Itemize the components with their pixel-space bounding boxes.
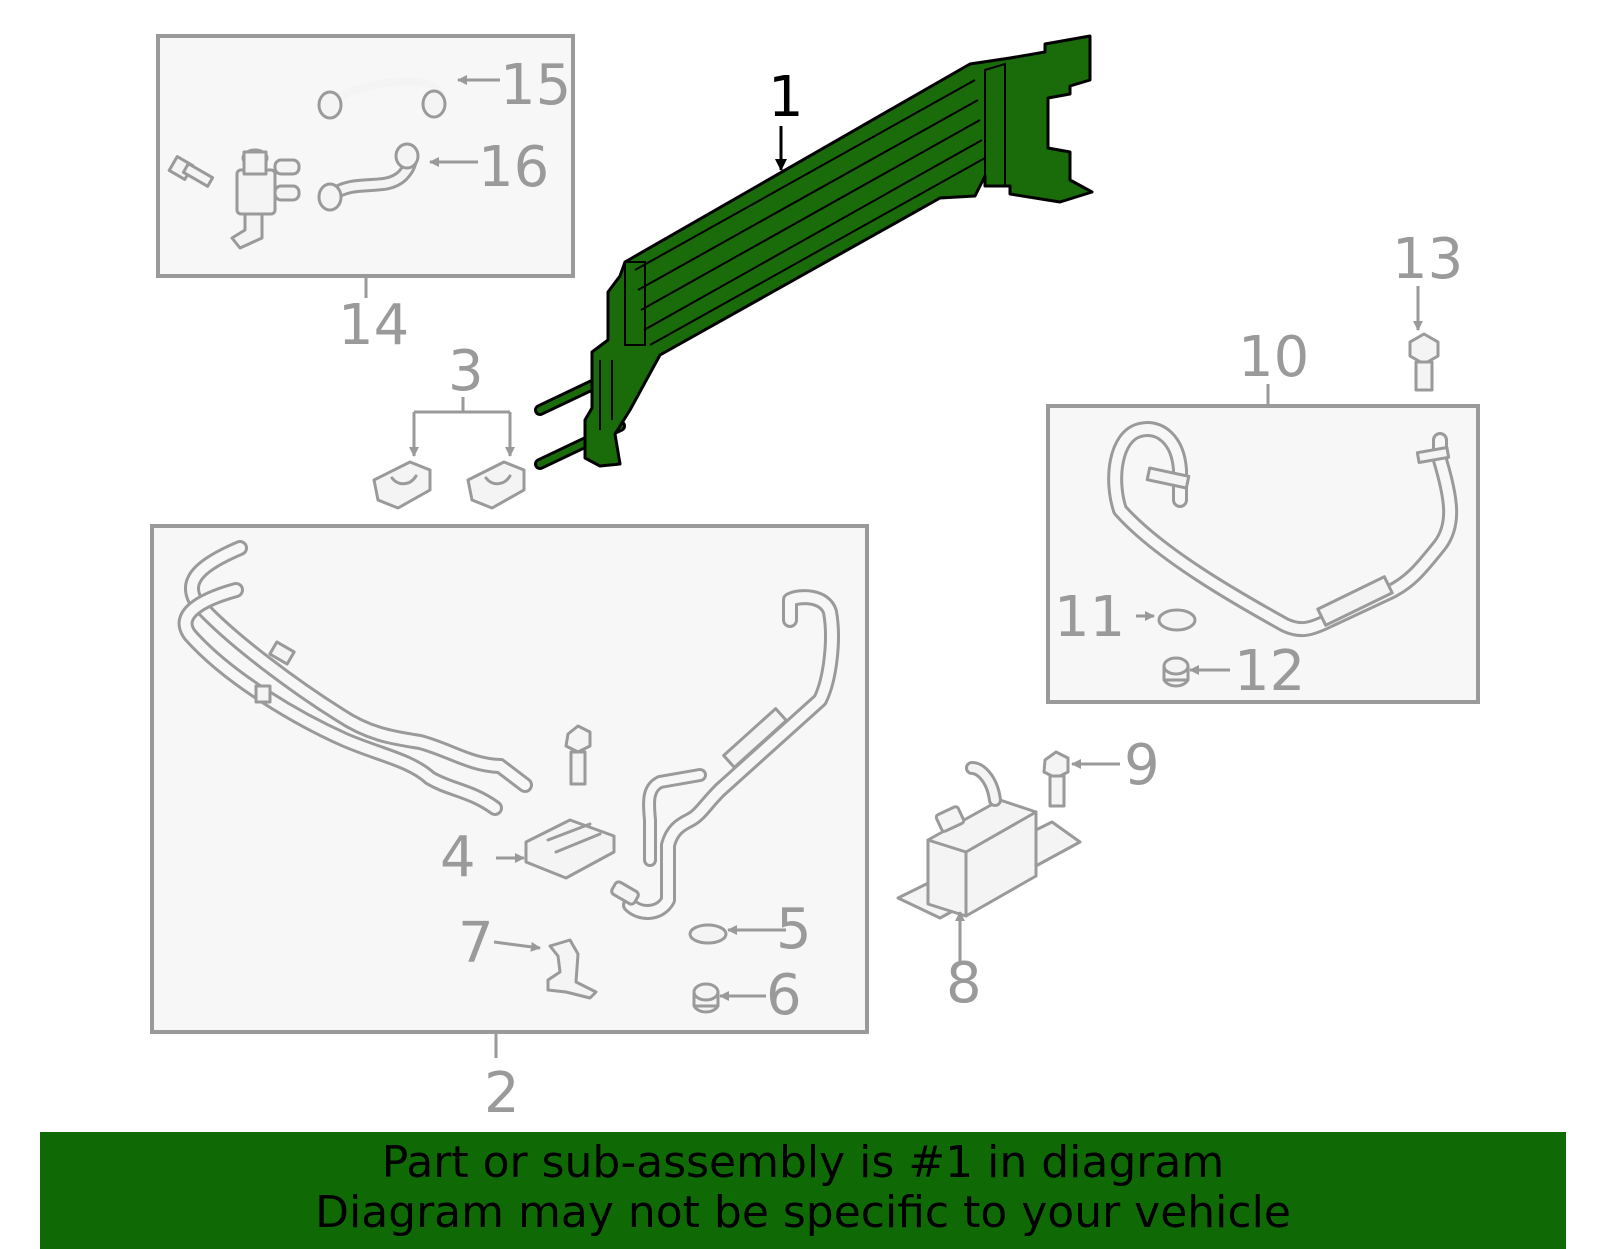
return-line-assembly[interactable]: [610, 589, 840, 920]
group-14-box: [156, 34, 575, 298]
bracket-part-7[interactable]: [546, 938, 598, 1000]
hose-part-16[interactable]: [317, 142, 420, 212]
line-assembly-group-10[interactable]: [1107, 421, 1459, 638]
grommet-part-12[interactable]: [1162, 656, 1190, 688]
callout-1[interactable]: 1: [768, 65, 804, 130]
bracket-part-3b[interactable]: [466, 460, 526, 510]
oil-cooler-part-8[interactable]: [896, 761, 1082, 920]
callout-3[interactable]: 3: [448, 339, 484, 404]
info-banner: Part or sub-assembly is #1 in diagram Di…: [40, 1132, 1566, 1249]
bracket-leader-3: [409, 397, 515, 457]
banner-line-2: Diagram may not be specific to your vehi…: [315, 1187, 1291, 1238]
o-ring-part-11[interactable]: [1157, 608, 1197, 632]
bracket-part-4[interactable]: [524, 818, 616, 880]
bolt-part-13[interactable]: [1408, 332, 1440, 392]
transmission-cooler-part-1[interactable]: [534, 34, 1094, 470]
grommet-part-6[interactable]: [692, 982, 720, 1014]
callout-15[interactable]: 15: [500, 53, 571, 118]
bolt-part-9[interactable]: [1042, 750, 1070, 808]
callout-14[interactable]: 14: [338, 293, 409, 358]
bolt-group-14[interactable]: [167, 155, 215, 188]
callout-13[interactable]: 13: [1392, 227, 1463, 292]
o-ring-part-5[interactable]: [688, 923, 728, 945]
leader-arrows: [429, 75, 1423, 1001]
callout-9[interactable]: 9: [1124, 733, 1160, 798]
bracket-part-3a[interactable]: [372, 460, 432, 510]
callout-4[interactable]: 4: [440, 825, 476, 890]
callout-2[interactable]: 2: [484, 1061, 520, 1126]
valve-assembly[interactable]: [230, 148, 301, 250]
callout-7[interactable]: 7: [458, 911, 494, 976]
hose-part-15[interactable]: [317, 77, 447, 120]
callout-11[interactable]: 11: [1054, 585, 1125, 650]
callout-12[interactable]: 12: [1234, 639, 1305, 704]
banner-line-1: Part or sub-assembly is #1 in diagram: [381, 1137, 1225, 1188]
callout-16[interactable]: 16: [478, 135, 549, 200]
group-2-box: [150, 524, 869, 1058]
cooler-lines-assembly[interactable]: [177, 540, 533, 816]
bolt-part-group-2[interactable]: [564, 724, 592, 786]
callout-5[interactable]: 5: [776, 897, 812, 962]
callout-10[interactable]: 10: [1238, 325, 1309, 390]
callout-6[interactable]: 6: [766, 963, 802, 1028]
callout-8[interactable]: 8: [946, 951, 982, 1016]
